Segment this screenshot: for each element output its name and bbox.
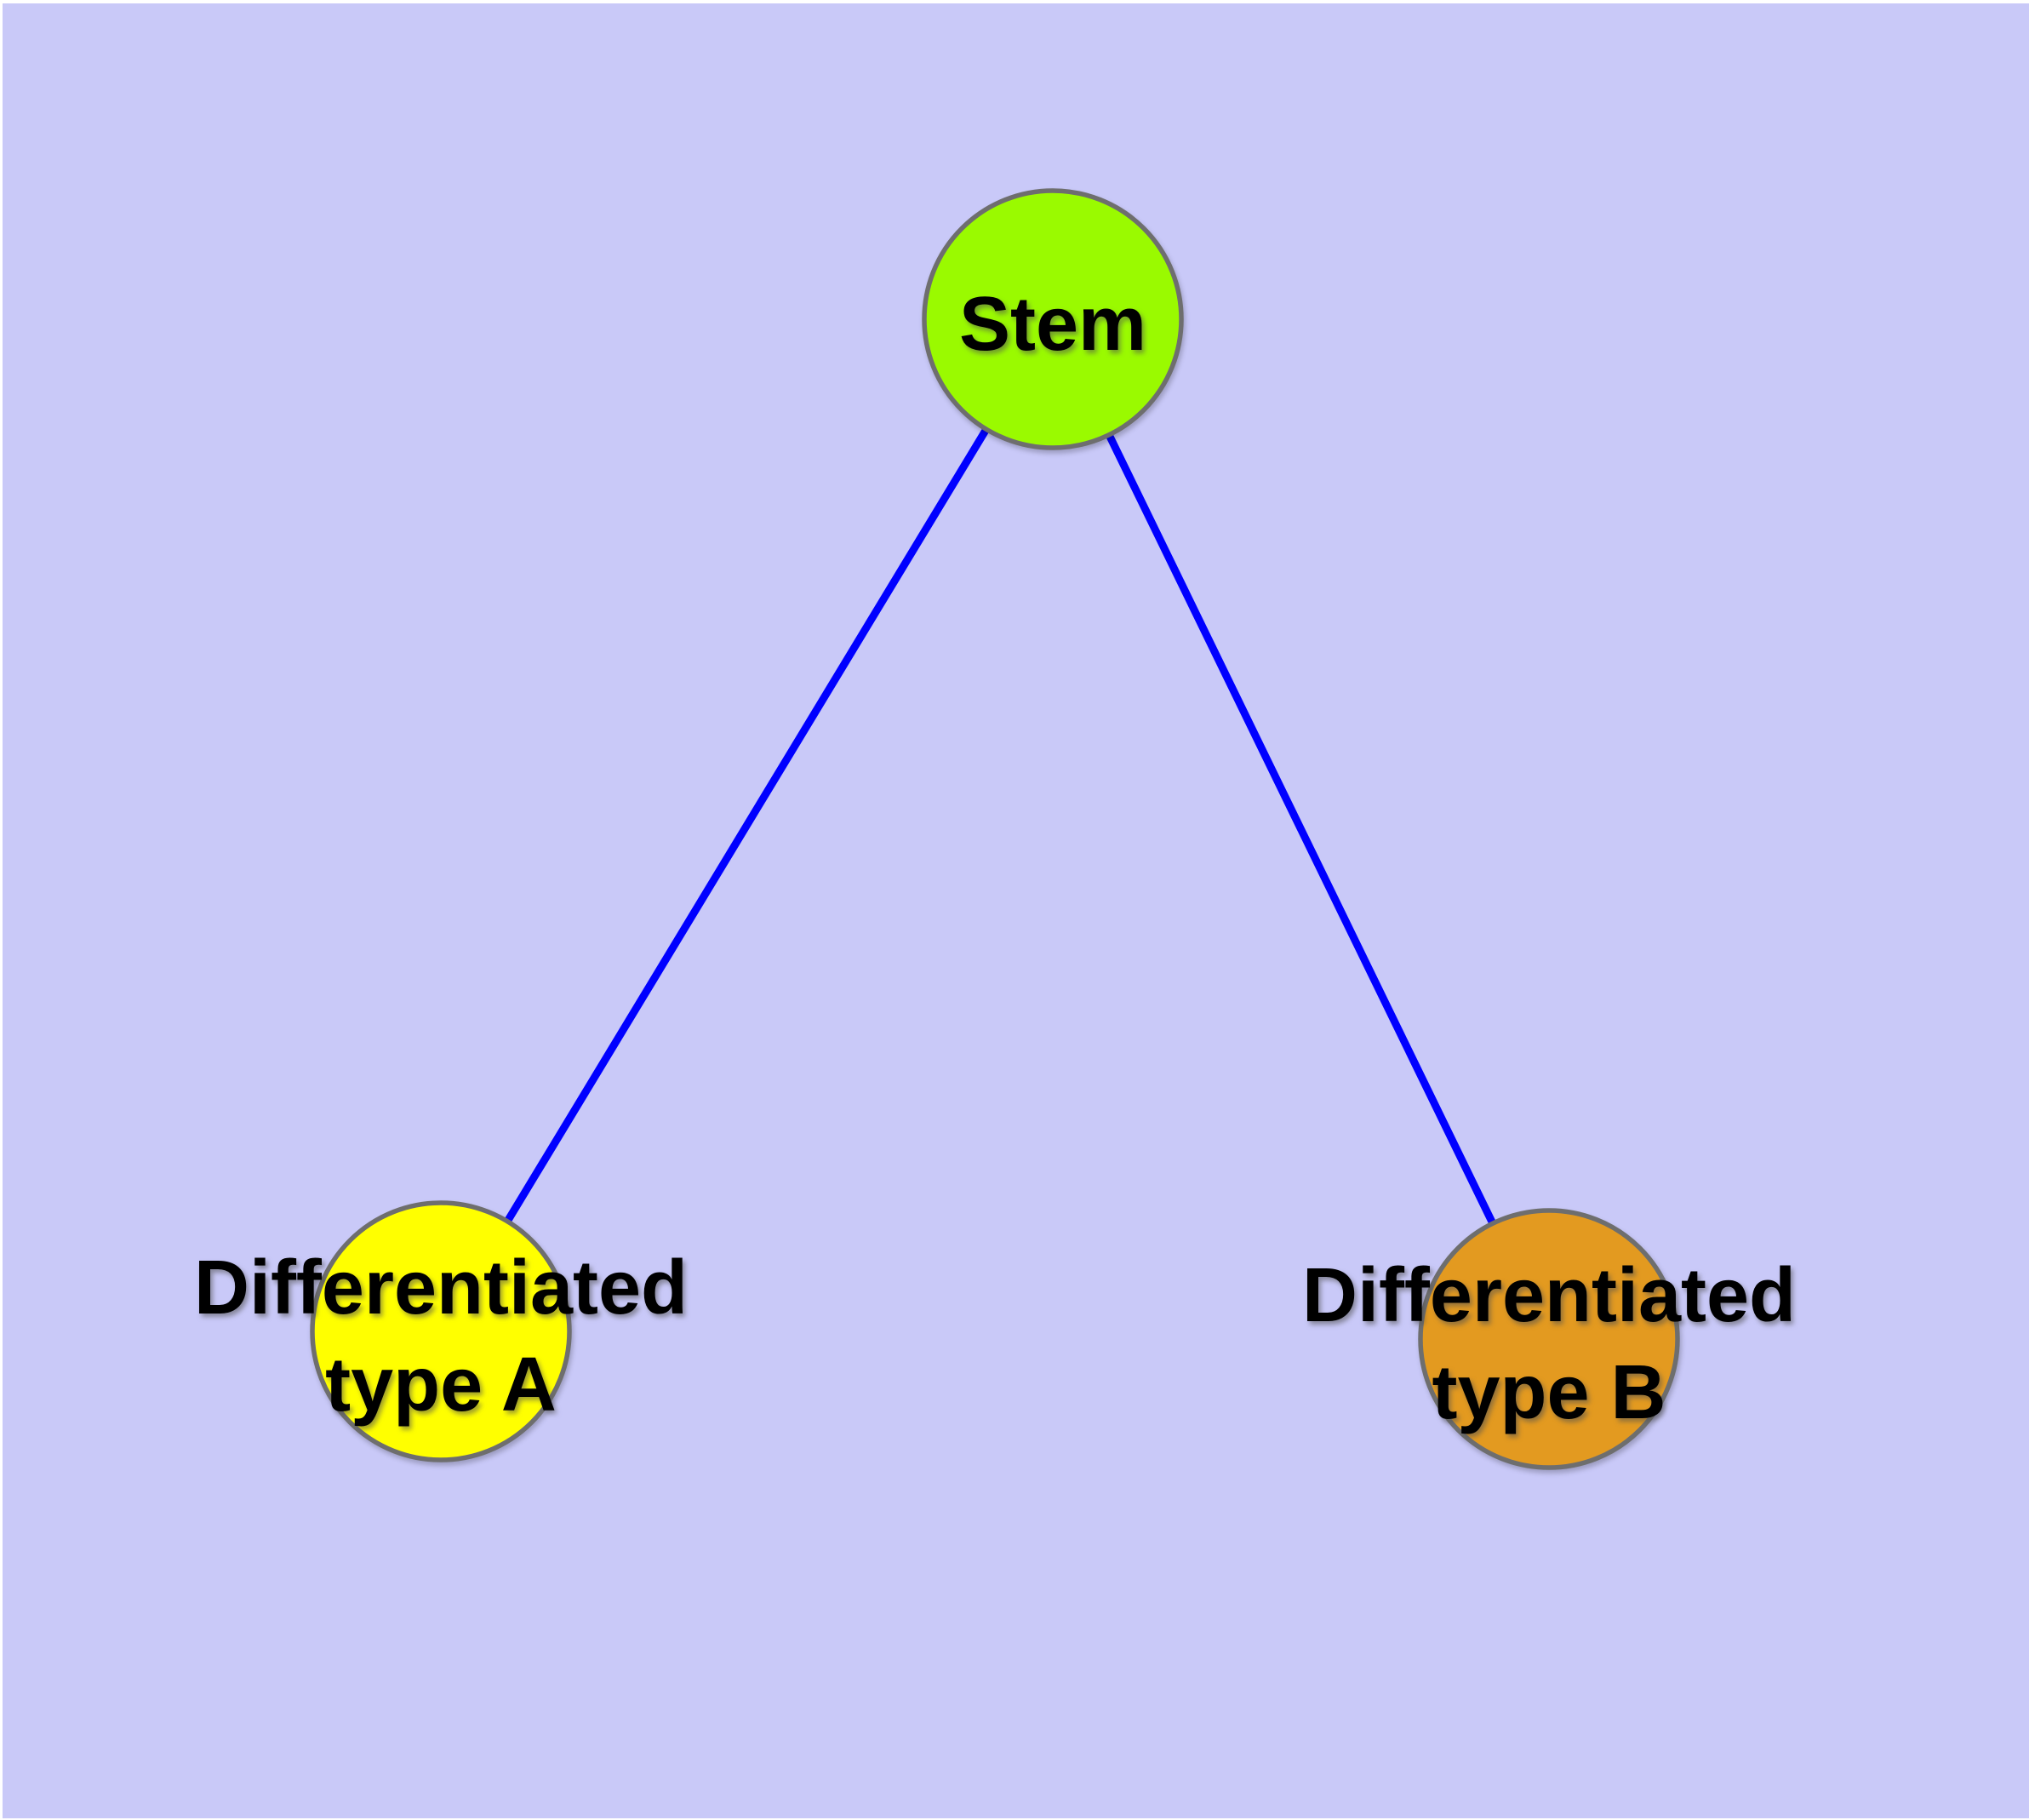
edge-stem-to-differentiated-type-b (1049, 315, 1553, 1343)
edges-layer (437, 315, 1553, 1343)
edge-stem-to-differentiated-type-a (437, 315, 1057, 1336)
node-stem (922, 188, 1184, 450)
nodes-layer (310, 188, 1680, 1470)
node-label-stem: Stem (959, 282, 1146, 367)
node-differentiated-type-b (1418, 1208, 1680, 1470)
node-differentiated-type-a (310, 1200, 572, 1462)
